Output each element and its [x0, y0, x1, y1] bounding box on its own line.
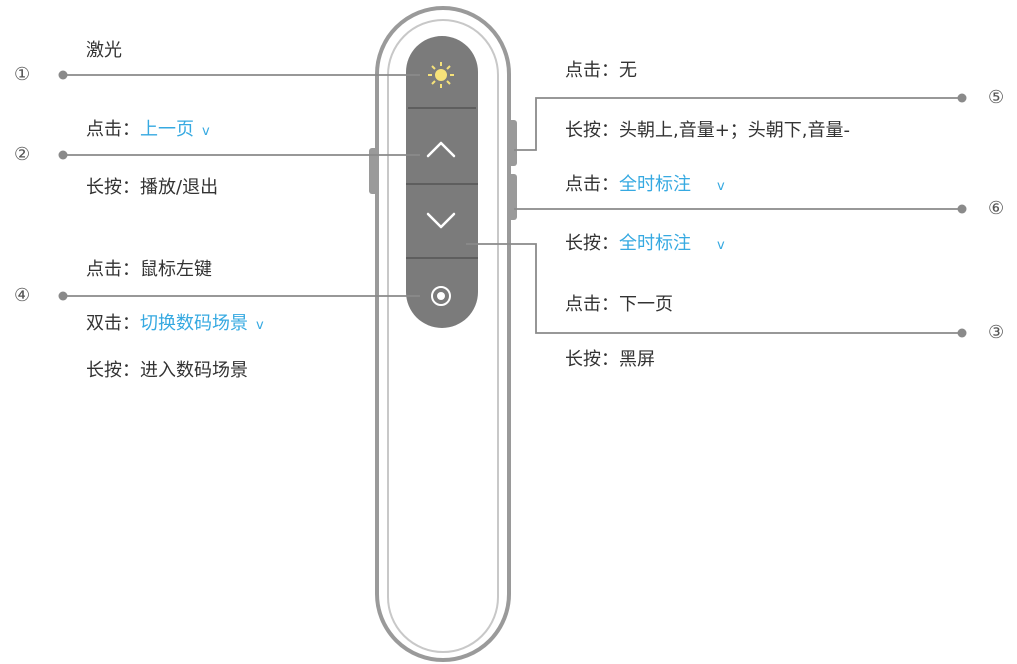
leader-dot-4: [58, 291, 68, 301]
b6-hold-row: 长按：全时标注 v: [565, 233, 725, 257]
callout-number-4: ④: [14, 285, 31, 306]
b4-double-value[interactable]: 切换数码场景: [140, 313, 248, 334]
device-outer-shell: [375, 6, 511, 662]
chevron-down-icon[interactable]: [426, 212, 456, 229]
laser-label-value: 激光: [86, 40, 122, 61]
laser-label: 激光: [86, 40, 122, 62]
leader-dot-1: [58, 70, 68, 80]
b5-click-value: 无: [619, 60, 637, 81]
b4-hold-key: 长按：: [86, 360, 140, 381]
b3-click-value: 下一页: [619, 294, 673, 315]
b5-hold-key: 长按：: [565, 120, 619, 141]
b4-hold-row: 长按：进入数码场景: [86, 360, 248, 382]
b2-click-chevron-icon[interactable]: v: [202, 124, 210, 139]
b2-hold-value: 播放/退出: [140, 177, 219, 198]
chevron-up-icon[interactable]: [426, 141, 456, 158]
leader-dot-5: [957, 93, 967, 103]
b4-click-key: 点击：: [86, 259, 140, 280]
b5-hold-row: 长按：头朝上,音量+；头朝下,音量-: [565, 120, 850, 142]
b4-hold-value: 进入数码场景: [140, 360, 248, 381]
b6-click-chevron-icon[interactable]: v: [717, 179, 725, 194]
b2-click-value[interactable]: 上一页: [140, 119, 194, 140]
leader-dot-2: [58, 150, 68, 160]
b3-hold-value: 黑屏: [619, 349, 655, 370]
b2-click-key: 点击：: [86, 119, 140, 140]
b5-click-key: 点击：: [565, 60, 619, 81]
left-side-button[interactable]: [369, 148, 378, 194]
b4-double-row: 双击：切换数码场景 v: [86, 313, 264, 337]
b2-hold-key: 长按：: [86, 177, 140, 198]
b3-click-key: 点击：: [565, 294, 619, 315]
b3-hold-row: 长按：黑屏: [565, 349, 655, 371]
b3-hold-key: 长按：: [565, 349, 619, 370]
b4-double-chevron-icon[interactable]: v: [256, 318, 264, 333]
b6-click-value[interactable]: 全时标注: [619, 174, 691, 195]
right-side-button-lower[interactable]: [508, 174, 517, 220]
b6-click-row: 点击：全时标注 v: [565, 174, 725, 198]
leader-line-5: [514, 97, 962, 151]
b6-click-key: 点击：: [565, 174, 619, 195]
callout-number-1: ①: [14, 64, 31, 85]
b5-click-row: 点击：无: [565, 60, 637, 82]
callout-number-2: ②: [14, 144, 31, 165]
leader-dot-6: [957, 204, 967, 214]
b6-hold-key: 长按：: [565, 233, 619, 254]
b2-hold-row: 长按：播放/退出: [86, 177, 218, 199]
b4-double-key: 双击：: [86, 313, 140, 334]
circle-button-icon[interactable]: [431, 286, 451, 306]
b4-click-row: 点击：鼠标左键: [86, 259, 212, 281]
leader-line-3: [466, 243, 962, 334]
b5-hold-value: 头朝上,音量+；头朝下,音量-: [619, 120, 851, 141]
leader-dot-3: [957, 328, 967, 338]
device-inner-shell: [387, 19, 499, 653]
b6-hold-value[interactable]: 全时标注: [619, 233, 691, 254]
b3-click-row: 点击：下一页: [565, 294, 673, 316]
right-side-button-upper[interactable]: [508, 120, 517, 166]
callout-number-6: ⑥: [988, 198, 1005, 219]
laser-sun-icon[interactable]: [428, 62, 454, 88]
callout-number-5: ⑤: [988, 87, 1005, 108]
b2-click-row: 点击：上一页 v: [86, 119, 210, 143]
b6-hold-chevron-icon[interactable]: v: [717, 238, 725, 253]
b4-click-value: 鼠标左键: [140, 259, 212, 280]
callout-number-3: ③: [988, 322, 1005, 343]
